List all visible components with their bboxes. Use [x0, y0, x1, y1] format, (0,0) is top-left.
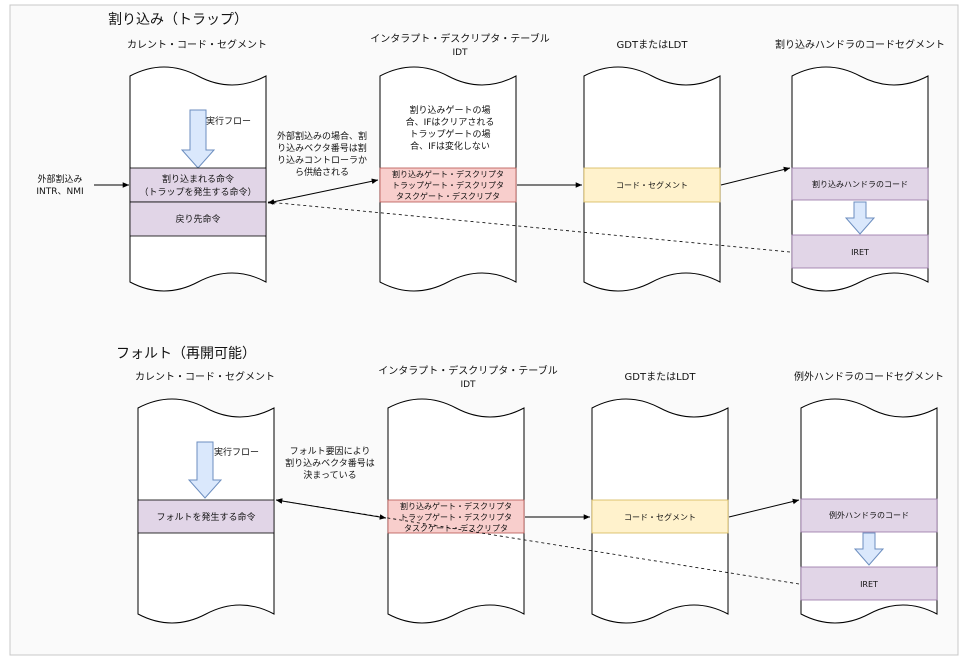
trap-code-segment-label: コード・セグメント [616, 180, 688, 190]
fault-return-arrow [275, 498, 800, 585]
fault-col2-sub: IDT [460, 380, 476, 390]
trap-ext-label-2: INTR、NMI [36, 187, 83, 197]
trap-return-label: 戻り先命令 [175, 213, 220, 225]
trap-vector-arrow [267, 178, 379, 205]
trap-handler-code [791, 167, 929, 201]
svg-text:割り込みゲートの場: 割り込みゲートの場 [409, 104, 490, 116]
fault-handler-flow-arrow [853, 532, 885, 566]
trap-handler-code-label: 割り込みハンドラのコード [812, 179, 908, 189]
fault-gate-3: タスクゲート・デスクリプタ [404, 523, 508, 533]
trap-return-instruction [129, 201, 267, 237]
fault-gate-2: トラップゲート・デスクリプタ [400, 512, 512, 522]
trap-code-segment [583, 167, 721, 203]
trap-gate-2: トラップゲート・デスクリプタ [392, 180, 504, 190]
svg-text:フォルト要因により: フォルト要因により [290, 446, 371, 457]
svg-text:決まっている: 決まっている [303, 469, 356, 481]
trap-handler-flow-arrow [844, 201, 876, 235]
trap-interrupted-label-1: 割り込まれる命令 [162, 173, 234, 185]
fault-title: フォルト（再開可能） [116, 346, 256, 362]
svg-text:合、IFはクリアされる: 合、IFはクリアされる [406, 116, 495, 128]
fault-gate-1: 割り込みゲート・デスクリプタ [400, 501, 512, 511]
trap-flow-arrow [180, 109, 216, 169]
fault-flow-arrow [187, 441, 223, 499]
fault-instruction-label: フォルトを発生する命令 [156, 511, 255, 523]
trap-col2-sub: IDT [452, 48, 468, 58]
fault-gdt-to-handler-arrow [728, 498, 800, 518]
fault-vector-note: フォルト要因により 割り込みベクタ番号は 決まっている [285, 446, 375, 481]
trap-flow-label: 実行フロー [206, 115, 251, 127]
fault-col2-header: インタラプト・デスクリプタ・テーブル [378, 364, 557, 377]
fault-handler-code [800, 498, 938, 533]
svg-text:合、IFは変化しない: 合、IFは変化しない [410, 140, 490, 152]
trap-gate-note: 割り込みゲートの場 合、IFはクリアされる トラップゲートの場 合、IFは変化し… [406, 104, 495, 152]
svg-text:り込みベクタ番号は割: り込みベクタ番号は割 [277, 142, 367, 154]
trap-gate-descriptors [379, 167, 517, 203]
fault-iret [800, 566, 938, 601]
trap-gdt-to-handler-arrow [720, 166, 791, 186]
fault-code-segment-label: コード・セグメント [624, 512, 696, 522]
fault-col1-header: カレント・コード・セグメント [135, 370, 275, 383]
trap-col4-header: 割り込みハンドラのコードセグメント [775, 38, 945, 51]
svg-text:割り込みベクタ番号は: 割り込みベクタ番号は [285, 457, 375, 469]
fault-flow-label: 実行フロー [214, 446, 259, 458]
trap-vector-note: 外部割込みの場合、割 り込みベクタ番号は割 り込みコントローラか ら供給される [277, 130, 367, 178]
svg-text:外部割込みの場合、割: 外部割込みの場合、割 [277, 130, 367, 142]
trap-title: 割り込み（トラップ） [108, 11, 248, 28]
fault-instruction [137, 499, 275, 534]
svg-text:ら供給される: ら供給される [295, 166, 349, 178]
fault-gate-descriptors [387, 499, 525, 534]
trap-col3-header: GDTまたはLDT [617, 39, 689, 51]
trap-col1-header: カレント・コード・セグメント [127, 38, 267, 51]
trap-iret [791, 234, 929, 269]
svg-text:トラップゲートの場: トラップゲートの場 [409, 128, 490, 140]
fault-code-segment [591, 499, 729, 534]
trap-gate-3: タスクゲート・デスクリプタ [396, 191, 500, 201]
trap-ext-label-1: 外部割込み [37, 173, 82, 185]
trap-interrupted-label-2: （トラップを発生する命令） [139, 186, 256, 198]
trap-iret-label: IRET [851, 248, 869, 257]
fault-handler-code-label: 例外ハンドラのコード [829, 510, 909, 520]
svg-text:り込みコントローラか: り込みコントローラか [277, 155, 367, 166]
fault-col4-header: 例外ハンドラのコードセグメント [794, 370, 944, 383]
fault-col3-header: GDTまたはLDT [625, 371, 697, 383]
trap-gate-1: 割り込みゲート・デスクリプタ [392, 169, 504, 179]
fault-iret-label: IRET [860, 580, 878, 589]
trap-col2-header: インタラプト・デスクリプタ・テーブル [370, 32, 549, 45]
